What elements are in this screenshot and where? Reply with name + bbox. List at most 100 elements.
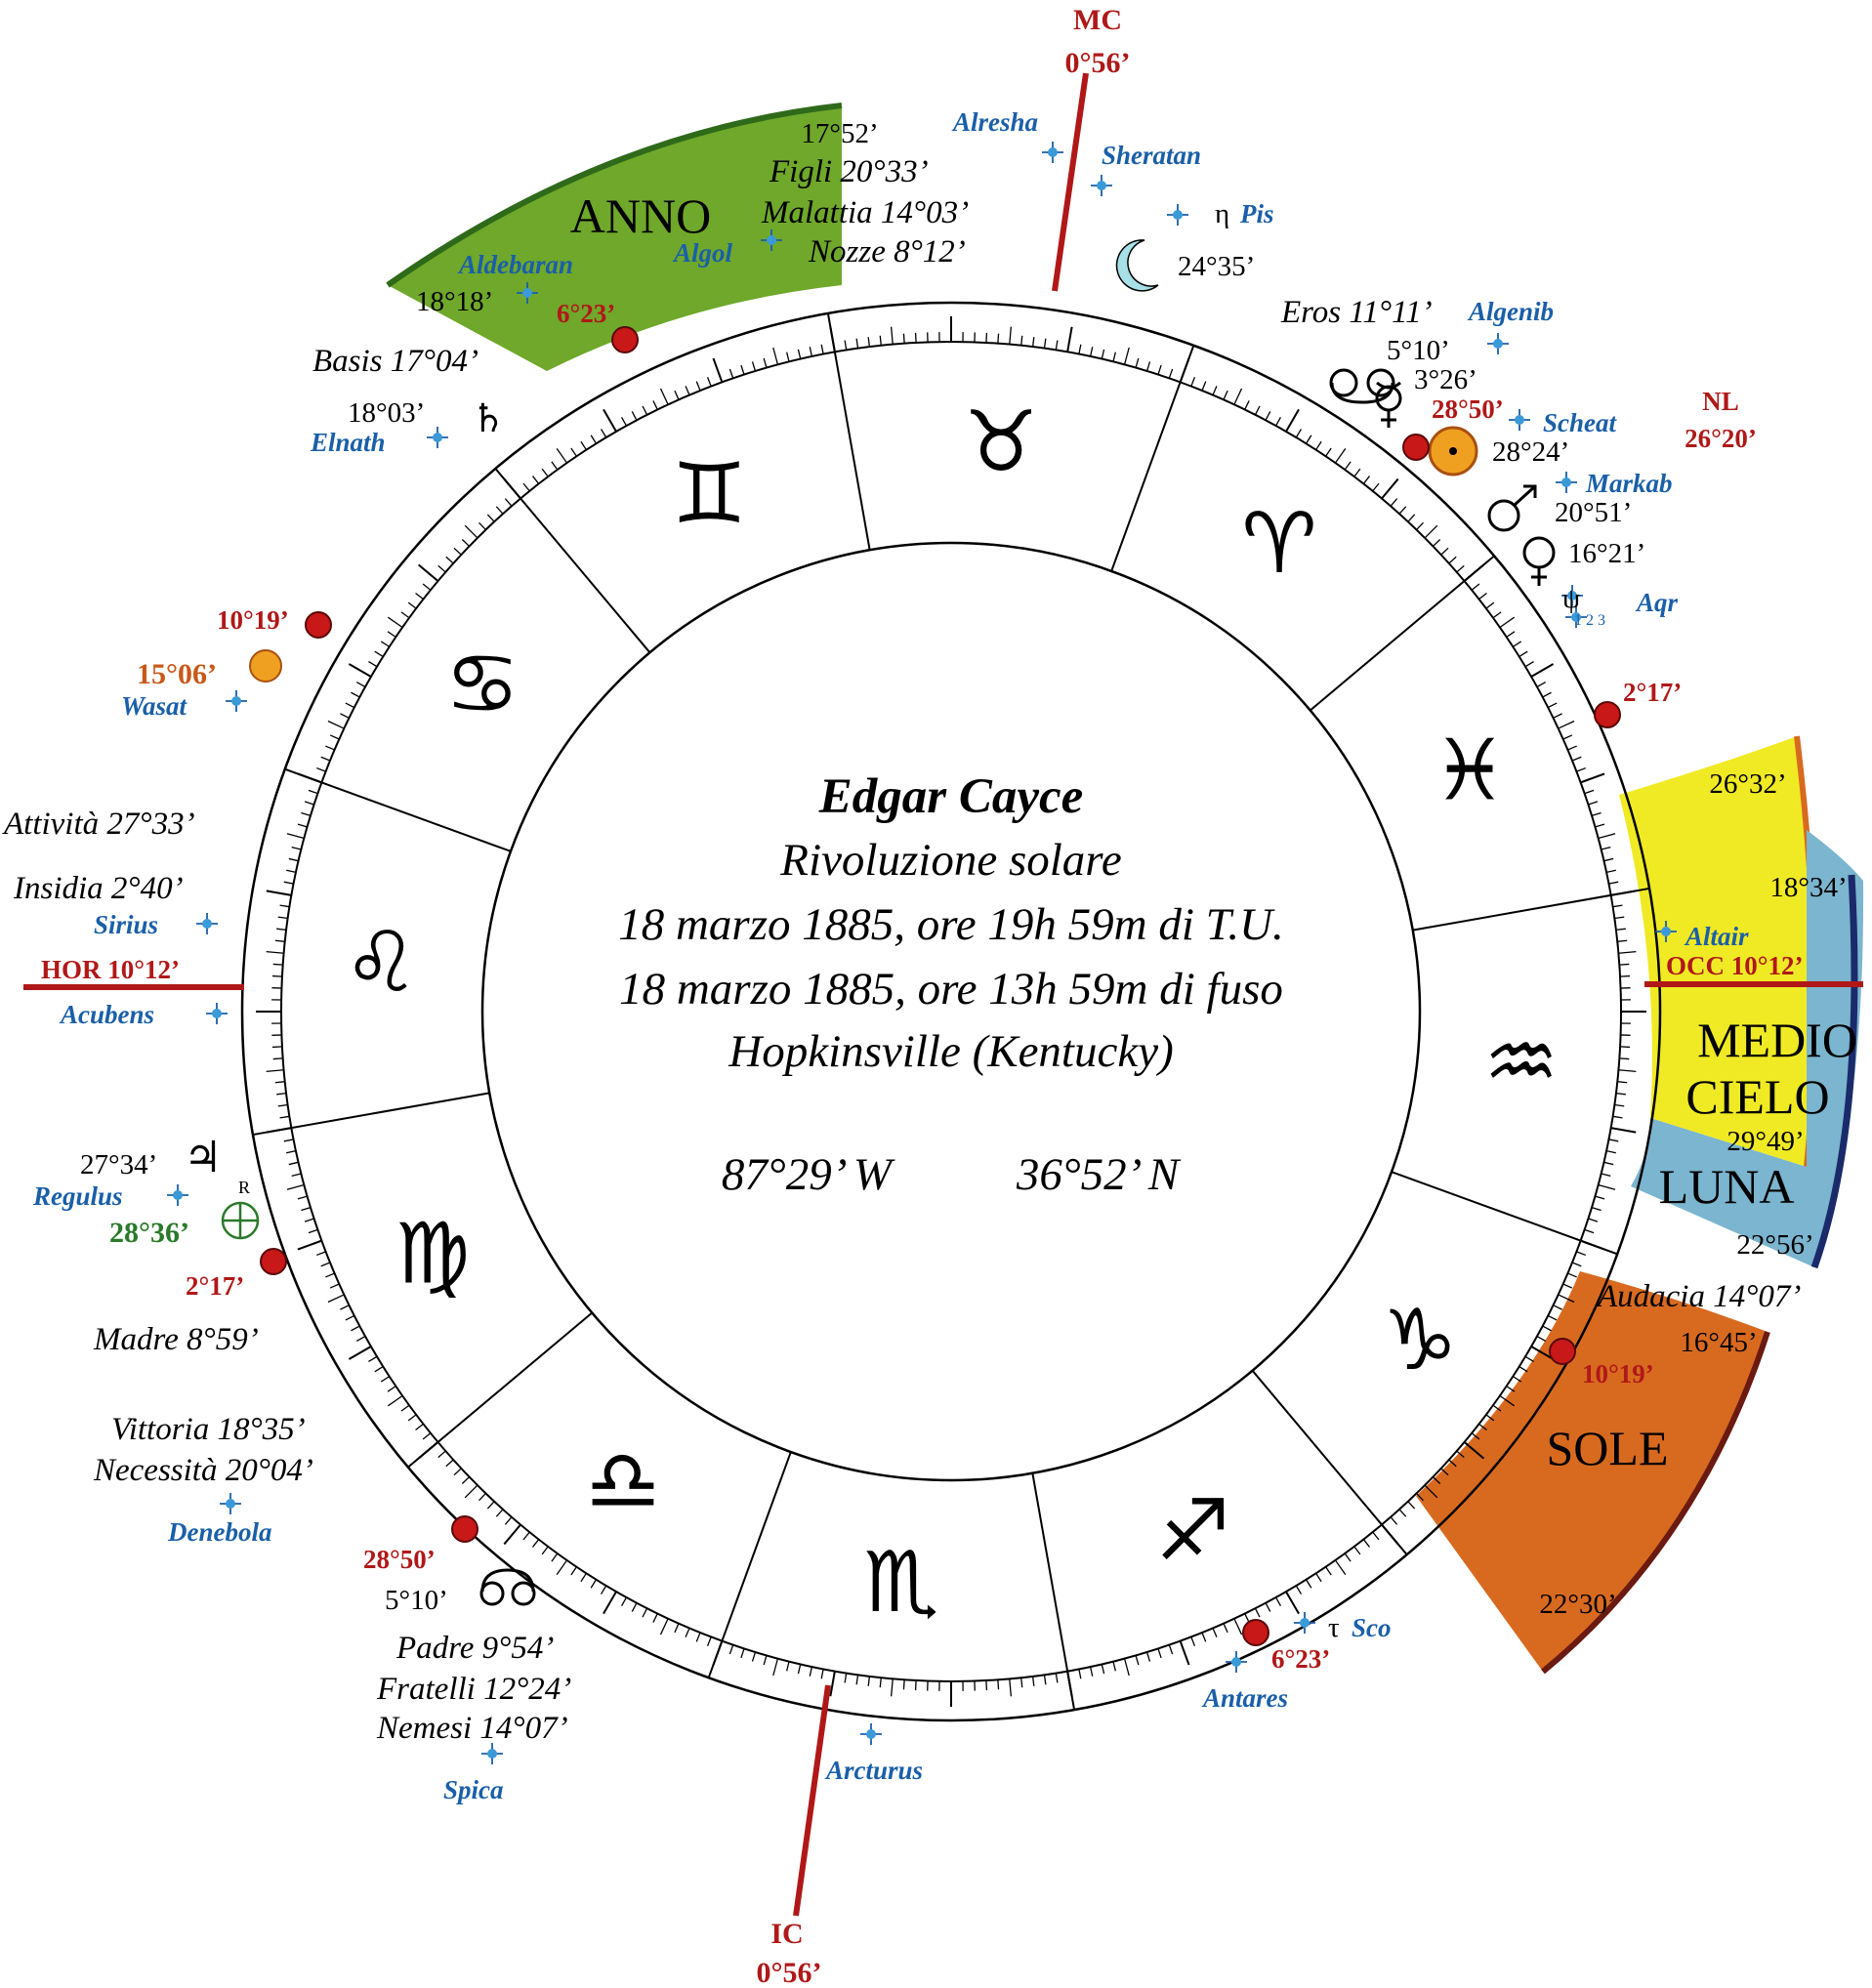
degree-tick [1618, 1069, 1637, 1073]
star-icon [1561, 585, 1583, 606]
degree-tick [879, 335, 882, 346]
degree-tick [274, 939, 285, 942]
degree-tick [820, 344, 824, 354]
saturn-icon: ♄ [471, 396, 506, 441]
sign-glyph-capricorn: ♑ [1382, 1292, 1457, 1389]
sign-divider [826, 312, 871, 551]
degree-tick [1145, 361, 1151, 372]
ic-label: IC [770, 1918, 803, 1950]
degree-tick [1344, 461, 1352, 471]
degree-tick [556, 1559, 568, 1576]
lot-nozze: Nozze 8°12’ [808, 234, 966, 269]
degree-tick [740, 1648, 745, 1659]
degree-tick [1043, 1675, 1047, 1685]
degree-tick [1562, 734, 1573, 740]
degree-tick [329, 1283, 340, 1289]
degree-tick [1601, 1173, 1611, 1178]
lot-basis: Basis 17°04’ [312, 344, 478, 379]
lot-madre: Madre 8°59’ [93, 1322, 259, 1357]
degree-tick [590, 435, 598, 444]
mars-degree: 20°51’ [1555, 497, 1632, 528]
degree-tick [301, 811, 312, 817]
degree-tick [1588, 801, 1599, 806]
chart-date-tu: 18 marzo 1885, ore 19h 59m di T.U. [618, 899, 1284, 950]
degree-tick [1244, 1613, 1250, 1623]
degree-tick [1530, 663, 1555, 678]
star-icon [481, 1743, 503, 1764]
degree-tick [1009, 1678, 1013, 1697]
star-markab: Markab [1585, 469, 1673, 498]
star-icon [226, 690, 247, 712]
degree-tick [297, 1195, 308, 1200]
degree-tick [495, 506, 504, 515]
degree-tick [1265, 411, 1271, 421]
sign-divider [1412, 887, 1650, 932]
star-tau-sco: Sco [1352, 1613, 1392, 1642]
sign-glyph-sagittarius: ♐ [1155, 1482, 1230, 1580]
degree-tick [1275, 416, 1281, 427]
lot-vittoria: Vittoria 18°35’ [111, 1412, 306, 1447]
degree-tick [1542, 691, 1552, 698]
degree-tick [1424, 1484, 1438, 1499]
degree-tick [531, 1539, 540, 1548]
degree-tick [271, 1046, 282, 1049]
sign-divider [494, 468, 651, 653]
degree-tick [603, 408, 617, 433]
sign-glyph-taurus: ♉ [964, 393, 1039, 491]
degree-tick [1618, 950, 1637, 954]
star-spica: Spica [443, 1775, 504, 1804]
degree-tick [1362, 1539, 1371, 1548]
sun-degree: 28°24’ [1492, 436, 1569, 468]
degree-tick [288, 1161, 299, 1166]
degree-tick [914, 1680, 917, 1691]
degree-tick [631, 411, 638, 421]
degree-tick [1112, 1661, 1117, 1672]
degree-tick [1591, 1206, 1602, 1212]
sign-dividers [252, 312, 1650, 1711]
degree-tick [315, 766, 326, 772]
degree-tick [315, 1251, 326, 1257]
degree-tick [1315, 440, 1322, 451]
star-antares: Antares [1201, 1683, 1288, 1713]
degree-tick [1135, 1655, 1140, 1666]
degree-tick [1212, 1628, 1218, 1637]
degree-tick [1591, 811, 1602, 817]
degree-tick [304, 1218, 314, 1222]
degree-tick [685, 1628, 690, 1637]
star-icon [1487, 333, 1509, 354]
degree-tick [1603, 857, 1614, 862]
degree-tick [291, 846, 302, 850]
degree-tick [478, 521, 486, 530]
degree-tick [652, 400, 658, 410]
degree-tick [1605, 869, 1616, 874]
degree-tick [785, 352, 790, 362]
sign-ring [480, 541, 1422, 1482]
red-point-dot [451, 1515, 478, 1543]
degree-tick [590, 1579, 598, 1589]
degree-tick [902, 1679, 905, 1690]
degree-tick [621, 416, 627, 427]
degree-tick [1536, 682, 1547, 687]
degree-tick [751, 361, 757, 372]
sign-divider [1031, 1472, 1076, 1711]
degree-tick [1223, 390, 1228, 400]
degree-tick [890, 326, 894, 345]
degree-tick [1448, 1459, 1457, 1468]
degree-tick [1615, 928, 1626, 932]
star-algol: Algol [672, 238, 733, 268]
degree-tick [652, 1613, 658, 1623]
sign-divider [252, 1092, 490, 1137]
degree-tick [1530, 1346, 1555, 1360]
degree-tick [1567, 745, 1577, 751]
red-point-3-label: 2°17’ [1623, 678, 1682, 707]
degree-tick [297, 823, 308, 828]
part-of-fortune-icon [221, 1201, 260, 1240]
degree-tick [1478, 592, 1487, 601]
degree-tick [400, 611, 410, 619]
degree-tick [1168, 368, 1174, 379]
star-eta-pis: Pis [1239, 199, 1274, 228]
degree-tick [1381, 477, 1399, 500]
degree-tick [728, 1644, 734, 1655]
lot-padre: Padre 9°54’ [395, 1631, 554, 1666]
lot-attivita: Attività 27°33’ [2, 807, 195, 842]
